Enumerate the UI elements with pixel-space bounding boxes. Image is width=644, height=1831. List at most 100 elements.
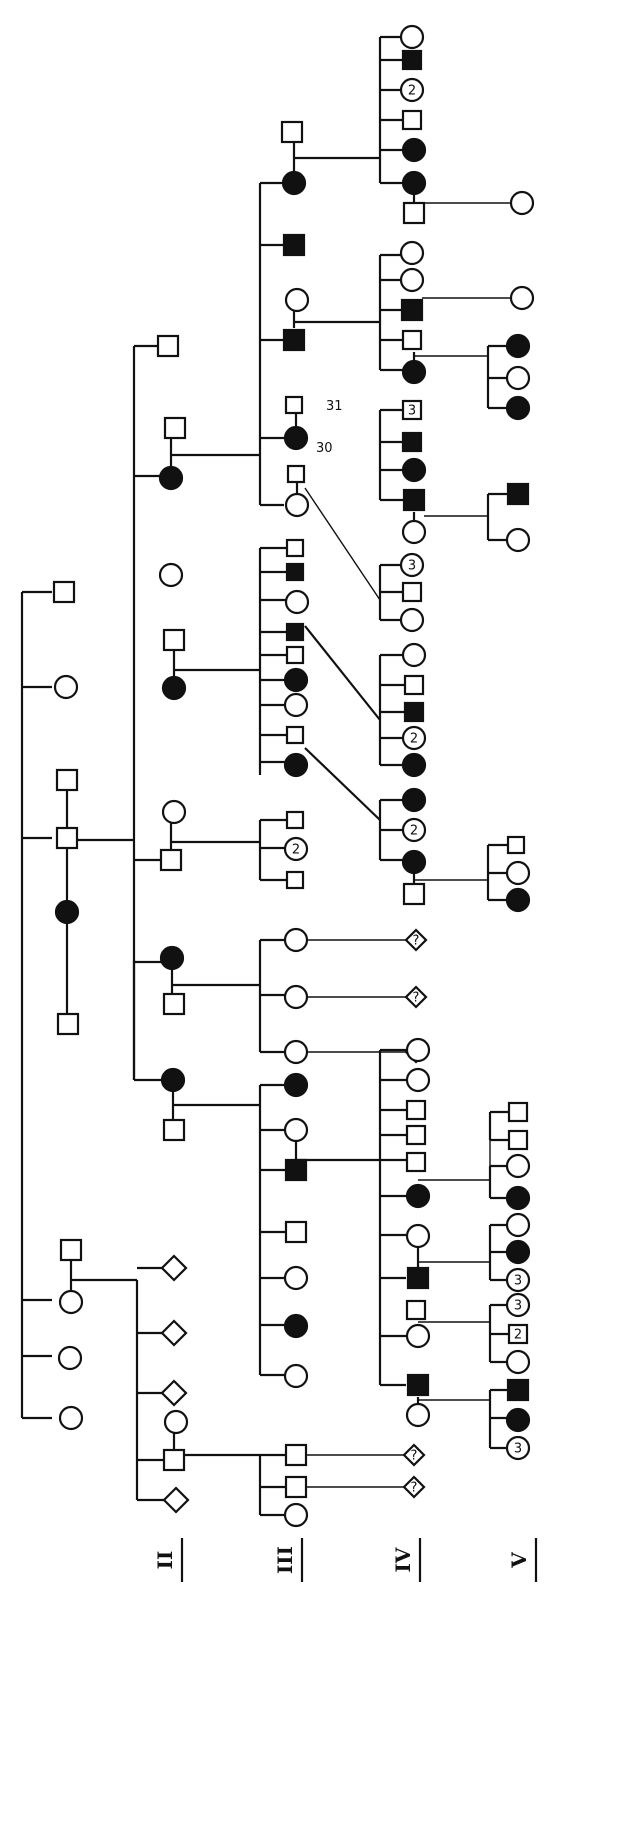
unaffected-female-circle: [399, 77, 425, 103]
affected-male-square: [284, 1158, 308, 1182]
unaffected-male-square: [285, 645, 305, 665]
individual-number-31: 31: [326, 399, 343, 414]
unaffected-male-square: [159, 848, 183, 872]
unaffected-male-square: [156, 334, 180, 358]
unaffected-male-square: [401, 581, 423, 603]
sibling-count-label: 2: [514, 1328, 522, 1343]
unaffected-female-circle: [505, 1349, 531, 1375]
unaffected-female-circle: [58, 1405, 84, 1431]
unaffected-male-square: [284, 1443, 308, 1467]
unknown-sex-diamond: [402, 1475, 426, 1499]
generation-label: II: [153, 1551, 177, 1570]
unaffected-male-square: [162, 992, 186, 1016]
affected-male-square: [282, 328, 306, 352]
affected-male-square: [285, 562, 305, 582]
unaffected-female-circle: [505, 527, 531, 553]
unaffected-female-circle: [283, 836, 309, 862]
unaffected-male-square: [507, 1323, 529, 1345]
unknown-sex-diamond: [160, 1379, 188, 1407]
sibling-count-label: 3: [514, 1299, 522, 1314]
sibling-count-label: 3: [408, 404, 416, 419]
unaffected-male-square: [284, 1475, 308, 1499]
unaffected-female-circle: [505, 1153, 531, 1179]
affected-female-circle: [283, 667, 309, 693]
unaffected-male-square: [405, 1124, 427, 1146]
affected-female-circle: [283, 1072, 309, 1098]
unaffected-male-square: [163, 416, 187, 440]
affected-female-circle: [401, 752, 427, 778]
unaffected-male-square: [56, 1012, 80, 1036]
unaffected-male-square: [52, 580, 76, 604]
affected-female-circle: [505, 1239, 531, 1265]
unaffected-female-circle: [399, 240, 425, 266]
unaffected-male-square: [162, 1448, 186, 1472]
unaffected-male-square: [401, 399, 423, 421]
unaffected-female-circle: [284, 287, 310, 313]
unaffected-female-circle: [405, 1037, 431, 1063]
affected-female-circle: [283, 425, 309, 451]
affected-female-circle: [401, 787, 427, 813]
sibling-count-label: 2: [292, 843, 300, 858]
unaffected-female-circle: [161, 799, 187, 825]
unaffected-female-circle: [405, 1402, 431, 1428]
affected-female-circle: [158, 465, 184, 491]
unaffected-female-circle: [158, 562, 184, 588]
unaffected-male-square: [405, 1151, 427, 1173]
unaffected-male-square: [162, 1118, 186, 1142]
unaffected-male-square: [507, 1101, 529, 1123]
unaffected-female-circle: [401, 642, 427, 668]
unaffected-male-square: [55, 768, 79, 792]
unaffected-female-circle: [405, 1223, 431, 1249]
unaffected-male-square: [402, 882, 426, 906]
unaffected-female-circle: [505, 1212, 531, 1238]
affected-female-circle: [505, 1407, 531, 1433]
unknown-sex-diamond: [160, 1254, 188, 1282]
sibling-count-label: 2: [410, 732, 418, 747]
unaffected-male-square: [401, 109, 423, 131]
sibling-count-label: ?: [411, 1449, 418, 1464]
unaffected-female-circle: [405, 1067, 431, 1093]
unaffected-female-circle: [405, 1323, 431, 1349]
affected-male-square: [285, 622, 305, 642]
affected-female-circle: [505, 333, 531, 359]
unaffected-male-square: [285, 870, 305, 890]
unaffected-male-square: [285, 725, 305, 745]
sibling-count-label: 2: [410, 824, 418, 839]
unknown-sex-diamond: [162, 1486, 190, 1514]
affected-female-circle: [401, 170, 427, 196]
unaffected-male-square: [285, 538, 305, 558]
sibling-count-label: 3: [514, 1442, 522, 1457]
affected-female-circle: [281, 170, 307, 196]
unknown-sex-diamond: [160, 1319, 188, 1347]
unaffected-female-circle: [283, 1117, 309, 1143]
unaffected-female-circle: [284, 492, 310, 518]
affected-male-square: [406, 1373, 430, 1397]
individual-number-30: 30: [316, 441, 333, 456]
unknown-sex-diamond: [404, 928, 428, 952]
unaffected-male-square: [506, 835, 526, 855]
sibling-count-label: ?: [411, 1481, 418, 1496]
affected-female-circle: [401, 359, 427, 385]
unaffected-female-circle: [401, 725, 427, 751]
unaffected-male-square: [405, 1299, 427, 1321]
unaffected-male-square: [284, 395, 304, 415]
affected-female-circle: [54, 899, 80, 925]
unaffected-male-square: [507, 1129, 529, 1151]
sibling-count-label: 2: [408, 84, 416, 99]
affected-female-circle: [401, 849, 427, 875]
unaffected-female-circle: [283, 1265, 309, 1291]
unaffected-female-circle: [58, 1289, 84, 1315]
unaffected-female-circle: [505, 1435, 531, 1461]
affected-female-circle: [401, 137, 427, 163]
unknown-sex-diamond: [404, 985, 428, 1009]
unaffected-female-circle: [283, 984, 309, 1010]
generation-label: IV: [391, 1547, 415, 1572]
unaffected-male-square: [55, 826, 79, 850]
affected-male-square: [401, 431, 423, 453]
affected-female-circle: [505, 887, 531, 913]
unaffected-female-circle: [53, 674, 79, 700]
unaffected-female-circle: [399, 552, 425, 578]
unaffected-female-circle: [283, 927, 309, 953]
